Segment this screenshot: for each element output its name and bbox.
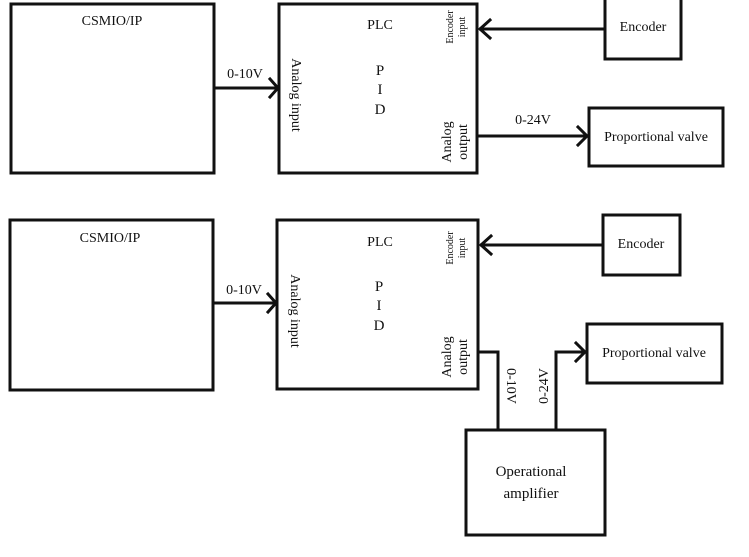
encoder-label: Encoder	[620, 20, 667, 35]
valve-label: Proportional valve	[602, 346, 706, 361]
encoder-input-label-2: input	[457, 17, 468, 38]
arrowhead-valve-input	[575, 124, 590, 148]
analog-output-label-2: output	[456, 124, 471, 160]
signal-label-amplifier-valve: 0-24V	[537, 368, 552, 404]
signal-label-csmio-plc: 0-10V	[227, 67, 263, 82]
csmio-block	[9, 2, 216, 175]
arrowhead-valve-input	[573, 340, 588, 364]
arrowhead-encoder-input	[478, 233, 494, 257]
plc-label: PLC	[367, 18, 393, 33]
amplifier-label-2: amplifier	[504, 486, 559, 502]
diagram-direct: CSMIO/IP PLC P I D Analog input Encoder …	[9, 0, 725, 175]
wire-amplifier-valve	[554, 350, 586, 430]
amplifier-block	[464, 428, 607, 537]
pid-i: I	[377, 298, 382, 314]
analog-output-label-2: output	[456, 339, 471, 375]
valve-block	[587, 106, 725, 168]
analog-output-label-1: Analog	[440, 121, 455, 162]
analog-output-label-1: Analog	[440, 336, 455, 377]
signal-label-plc-valve: 0-24V	[515, 113, 551, 128]
plc-block	[275, 218, 480, 391]
analog-input-label: Analog input	[288, 58, 303, 132]
encoder-input-label-1: Encoder	[445, 231, 456, 265]
encoder-label: Encoder	[618, 237, 665, 252]
plc-block	[277, 2, 479, 175]
signal-label-csmio-plc: 0-10V	[226, 283, 262, 298]
valve-block	[585, 322, 724, 385]
arrowhead-plc-input	[267, 76, 281, 100]
amplifier-label-1: Operational	[496, 464, 567, 480]
pid-p: P	[376, 63, 384, 79]
arrowhead-encoder-input	[477, 17, 493, 41]
arrowhead-plc-input	[265, 291, 279, 315]
pid-d: D	[375, 102, 386, 118]
csmio-label: CSMIO/IP	[80, 231, 141, 246]
csmio-block	[8, 218, 215, 392]
analog-input-label: Analog input	[287, 274, 302, 348]
valve-label: Proportional valve	[604, 130, 708, 145]
pid-p: P	[375, 279, 383, 295]
wire-plc-amplifier	[478, 350, 500, 430]
signal-label-plc-amplifier: 0-10V	[503, 368, 518, 404]
csmio-label: CSMIO/IP	[82, 14, 143, 29]
diagram-amplified: CSMIO/IP PLC P I D Analog input Encoder …	[8, 213, 724, 537]
encoder-block	[603, 0, 683, 61]
encoder-input-label-2: input	[457, 238, 468, 259]
pid-d: D	[374, 318, 385, 334]
plc-label: PLC	[367, 235, 393, 250]
encoder-input-label-1: Encoder	[445, 10, 456, 44]
pid-i: I	[378, 82, 383, 98]
